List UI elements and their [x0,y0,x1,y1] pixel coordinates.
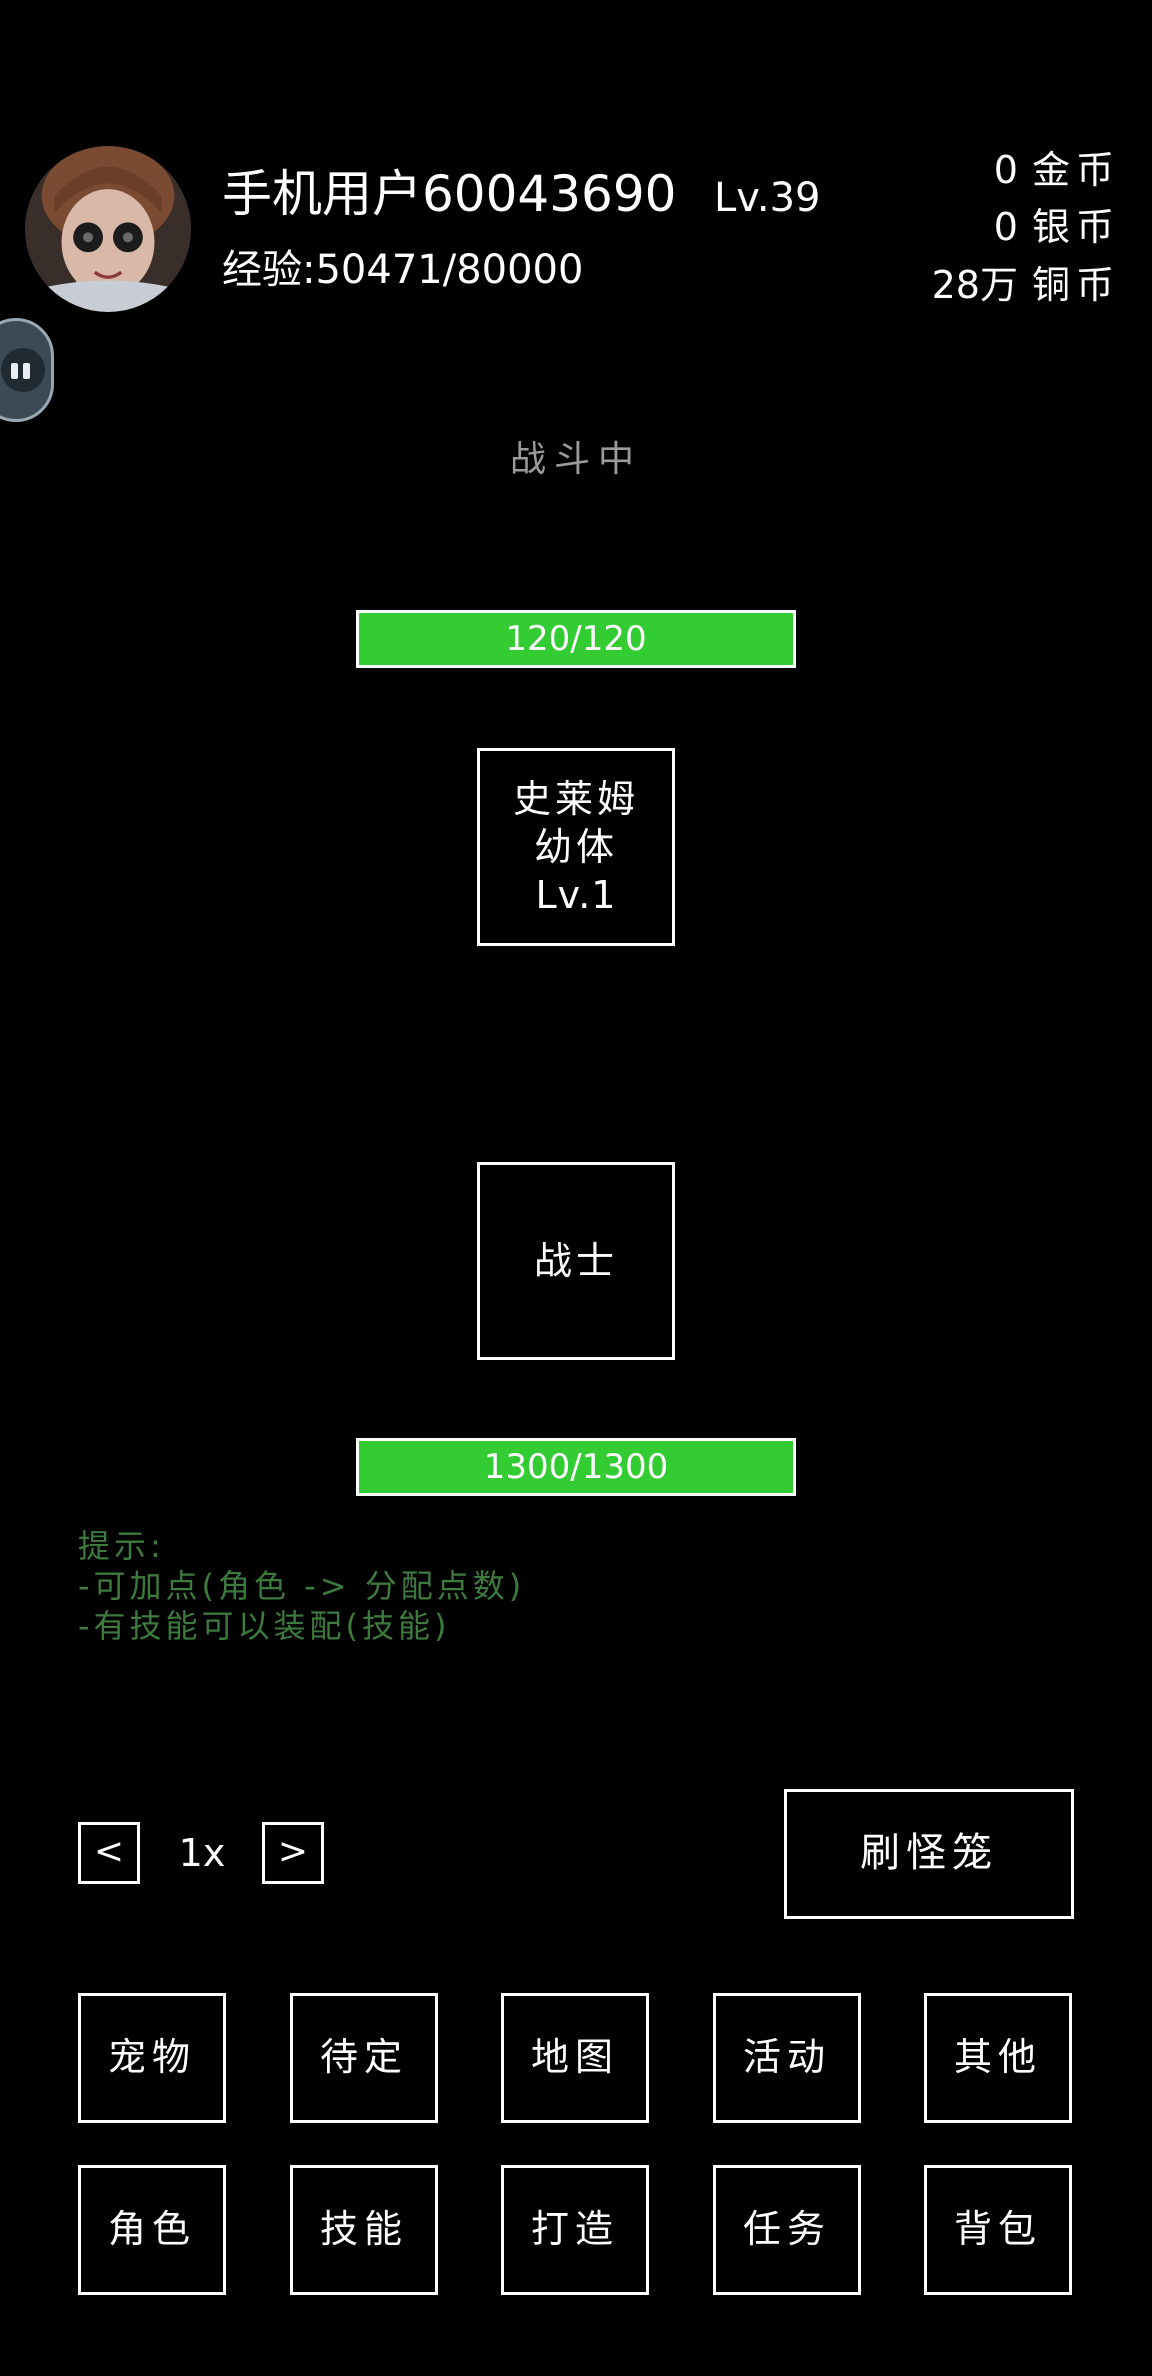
menu-map-button[interactable]: 地图 [501,1993,649,2123]
hint-line-skills: -有技能可以装配(技能) [78,1607,451,1645]
enemy-level: Lv.1 [535,873,617,917]
gold-amount: 0 [993,148,1018,192]
currency-gold: 0 金币 [800,143,1120,197]
silver-unit: 银币 [1031,205,1120,249]
player-hp-text: 1300/1300 [483,1447,669,1487]
speed-value: 1x [178,1831,226,1875]
enemy-hp-fill [359,613,793,665]
menu-events-button[interactable]: 活动 [713,1993,861,2123]
menu-bag-button[interactable]: 背包 [924,2165,1072,2295]
speed-increase-button[interactable]: > [262,1822,324,1884]
speed-decrease-button[interactable]: < [78,1822,140,1884]
player-hp-fill [359,1441,793,1493]
player-unit-name: 战士 [533,1239,618,1283]
menu-character-button[interactable]: 角色 [78,2165,226,2295]
menu-other-button[interactable]: 其他 [924,1993,1072,2123]
menu-quests-button[interactable]: 任务 [713,2165,861,2295]
gold-unit: 金币 [1031,148,1120,192]
menu-skills-button[interactable]: 技能 [290,2165,438,2295]
enemy-hp-bar: 120/120 [356,610,796,668]
monster-cage-button[interactable]: 刷怪笼 [784,1789,1074,1919]
battle-status: 战斗中 [509,439,642,480]
enemy-name-line1: 史莱姆 [512,777,639,821]
copper-unit: 铜币 [1031,263,1120,307]
pause-bar-left [11,363,18,379]
pause-bar-right [23,363,30,379]
silver-amount: 0 [993,205,1018,249]
floating-assistant-button[interactable] [0,318,54,422]
menu-pending-button[interactable]: 待定 [290,1993,438,2123]
currency-copper: 28万铜币 [800,258,1120,312]
enemy-hp-text: 120/120 [505,619,647,659]
currency-silver: 0 银币 [800,200,1120,254]
copper-amount: 28万 [931,263,1018,307]
player-hp-bar: 1300/1300 [356,1438,796,1496]
hint-title: 提示: [78,1527,165,1565]
enemy-unit-box[interactable]: 史莱姆 幼体 Lv.1 [477,748,675,946]
player-username: 手机用户60043690 [222,165,677,223]
player-exp: 经验:50471/80000 [222,247,584,293]
player-unit-box[interactable]: 战士 [477,1162,675,1360]
hint-line-allocate: -可加点(角色 -> 分配点数) [78,1567,526,1605]
player-level: Lv.39 [714,175,821,221]
avatar-portrait-icon [25,146,191,312]
enemy-name-line2: 幼体 [533,825,618,869]
avatar[interactable] [25,146,191,312]
menu-craft-button[interactable]: 打造 [501,2165,649,2295]
menu-pet-button[interactable]: 宠物 [78,1993,226,2123]
